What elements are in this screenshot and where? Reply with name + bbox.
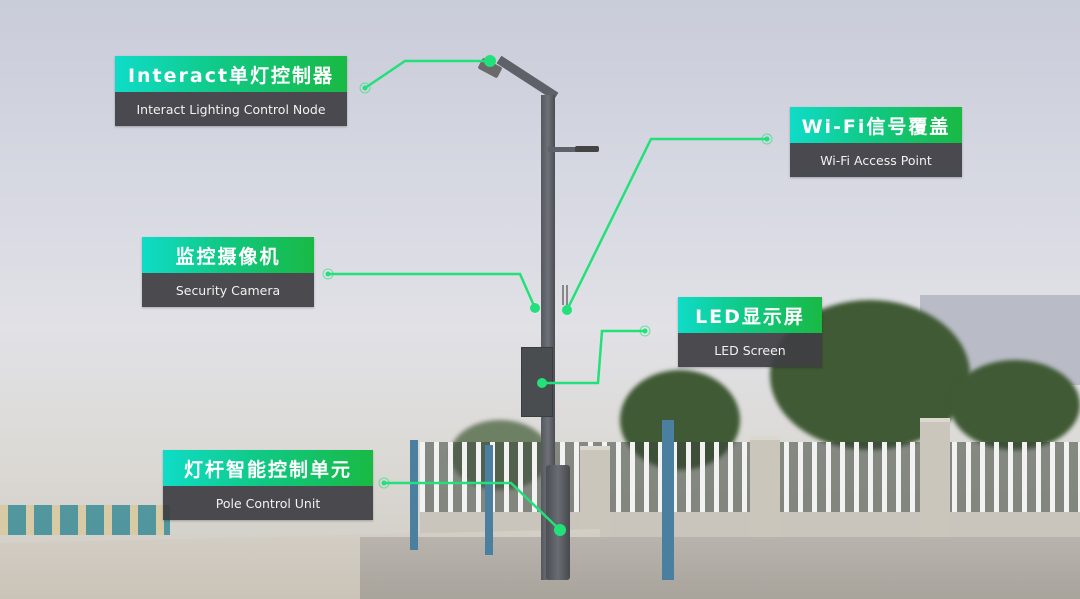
callout-line-led [542,329,645,385]
tree-foliage [950,360,1080,450]
anchor-dot [562,305,572,315]
origin-dot [381,480,387,486]
origin-dot [764,136,770,142]
callout-lighting-control-node: Interact单灯控制器 Interact Lighting Control … [115,56,347,126]
callout-title-zh: LED显示屏 [678,297,822,333]
tree-trunk [662,420,674,580]
callout-subtitle-en: Interact Lighting Control Node [115,92,347,126]
street-lamp-head [575,146,599,152]
callout-title-zh: Interact单灯控制器 [115,56,347,92]
callout-security-camera: 监控摄像机 Security Camera [142,237,314,307]
anchor-dot [530,303,540,313]
callout-title-zh: Wi-Fi信号覆盖 [790,107,962,143]
pole-lower-arm [548,147,596,152]
tree-trunk [485,445,493,555]
tree-trunk [410,440,418,550]
anchor-dot [554,524,566,536]
origin-dot [325,271,331,277]
callout-subtitle-en: Pole Control Unit [163,486,373,520]
smart-light-pole [541,95,555,580]
callout-title-zh: 监控摄像机 [142,237,314,273]
anchor-dot [484,55,496,67]
callout-subtitle-en: Wi-Fi Access Point [790,143,962,177]
callout-pole-control-unit: 灯杆智能控制单元 Pole Control Unit [163,450,373,520]
callout-led-screen: LED显示屏 LED Screen [678,297,822,367]
callout-wifi-access-point: Wi-Fi信号覆盖 Wi-Fi Access Point [790,107,962,177]
callout-line-camera [328,272,537,309]
roadside-wall [0,505,170,535]
callout-line-lighting [364,59,490,90]
callout-subtitle-en: LED Screen [678,333,822,367]
pole-base-cabinet [546,465,570,580]
callout-title-zh: 灯杆智能控制单元 [163,450,373,486]
callout-subtitle-en: Security Camera [142,273,314,307]
anchor-dot [537,378,547,388]
origin-dot [362,85,368,91]
origin-dot [642,328,648,334]
sidewalk [360,537,1080,599]
wifi-antenna [562,285,564,305]
callout-line-pcu [384,481,561,531]
callout-line-wifi [565,137,767,311]
